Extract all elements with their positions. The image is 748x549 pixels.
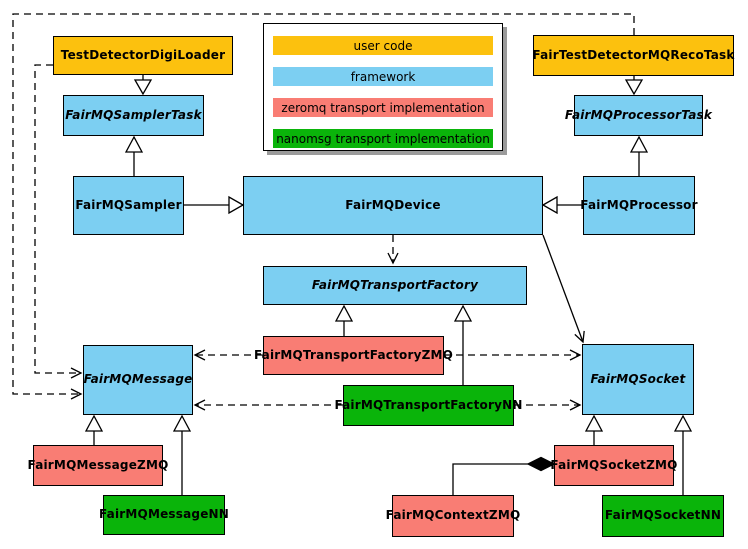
- class-box-fairtestdetectormqrecotask: FairTestDetectorMQRecoTask: [532, 35, 734, 76]
- edge-sampler-device: [184, 195, 245, 215]
- edge-device-socket: [542, 234, 585, 344]
- class-box-fairmqmessage: FairMQMessage: [83, 345, 193, 415]
- class-box-fairmqprocessortask: FairMQProcessorTask: [565, 95, 712, 136]
- legend-label: nanomsg transport implementation: [276, 131, 490, 146]
- class-box-fairmqprocessor: FairMQProcessor: [580, 176, 698, 235]
- edge-ctxzmq-sockzmq: [452, 456, 556, 495]
- legend-item-user-code: user code: [273, 36, 493, 55]
- edge-recotask-processortask: [624, 76, 644, 96]
- edge-sampler-samplertask: [124, 135, 144, 176]
- edge-sockzmq-socket: [584, 414, 604, 445]
- edge-tfzmq-transportfactory: [334, 304, 354, 336]
- legend-item-framework: framework: [273, 67, 493, 86]
- legend-box: user code framework zeromq transport imp…: [263, 23, 503, 151]
- edge-processor-processortask: [629, 135, 649, 176]
- class-box-fairmqsocket: FairMQSocket: [582, 344, 694, 415]
- class-box-fairmqsocketzmq: FairMQSocketZMQ: [550, 445, 677, 486]
- class-box-fairmqtransportfactorynn: FairMQTransportFactoryNN: [334, 385, 522, 426]
- edge-msgnn-message: [172, 414, 192, 495]
- class-box-fairmqtransportfactoryzmq: FairMQTransportFactoryZMQ: [254, 336, 453, 375]
- legend-label: framework: [350, 69, 416, 84]
- class-box-testdetectordigiloader: TestDetectorDigiLoader: [53, 36, 233, 75]
- edge-digiloader-samplertask: [133, 75, 153, 96]
- legend-label: user code: [353, 38, 413, 53]
- class-box-fairmqsocketnn: FairMQSocketNN: [602, 495, 724, 537]
- class-box-fairmqdevice: FairMQDevice: [243, 176, 543, 235]
- legend-label: zeromq transport implementation: [281, 100, 485, 115]
- class-box-fairmqtransportfactory: FairMQTransportFactory: [263, 266, 527, 305]
- edge-socknn-socket: [673, 414, 693, 495]
- class-box-fairmqcontextzmq: FairMQContextZMQ: [386, 495, 520, 537]
- legend-item-zeromq: zeromq transport implementation: [273, 98, 493, 117]
- legend-item-nanomsg: nanomsg transport implementation: [273, 129, 493, 148]
- edge-msgzmq-message: [84, 414, 104, 445]
- edge-processor-device: [541, 195, 583, 215]
- class-box-fairmqmessagezmq: FairMQMessageZMQ: [28, 445, 168, 486]
- edge-tfnn-transportfactory: [453, 304, 473, 385]
- class-box-fairmqmessagenn: FairMQMessageNN: [99, 495, 229, 535]
- class-box-fairmqsampler: FairMQSampler: [73, 176, 184, 235]
- class-box-fairmqsamplertask: FairMQSamplerTask: [63, 95, 204, 136]
